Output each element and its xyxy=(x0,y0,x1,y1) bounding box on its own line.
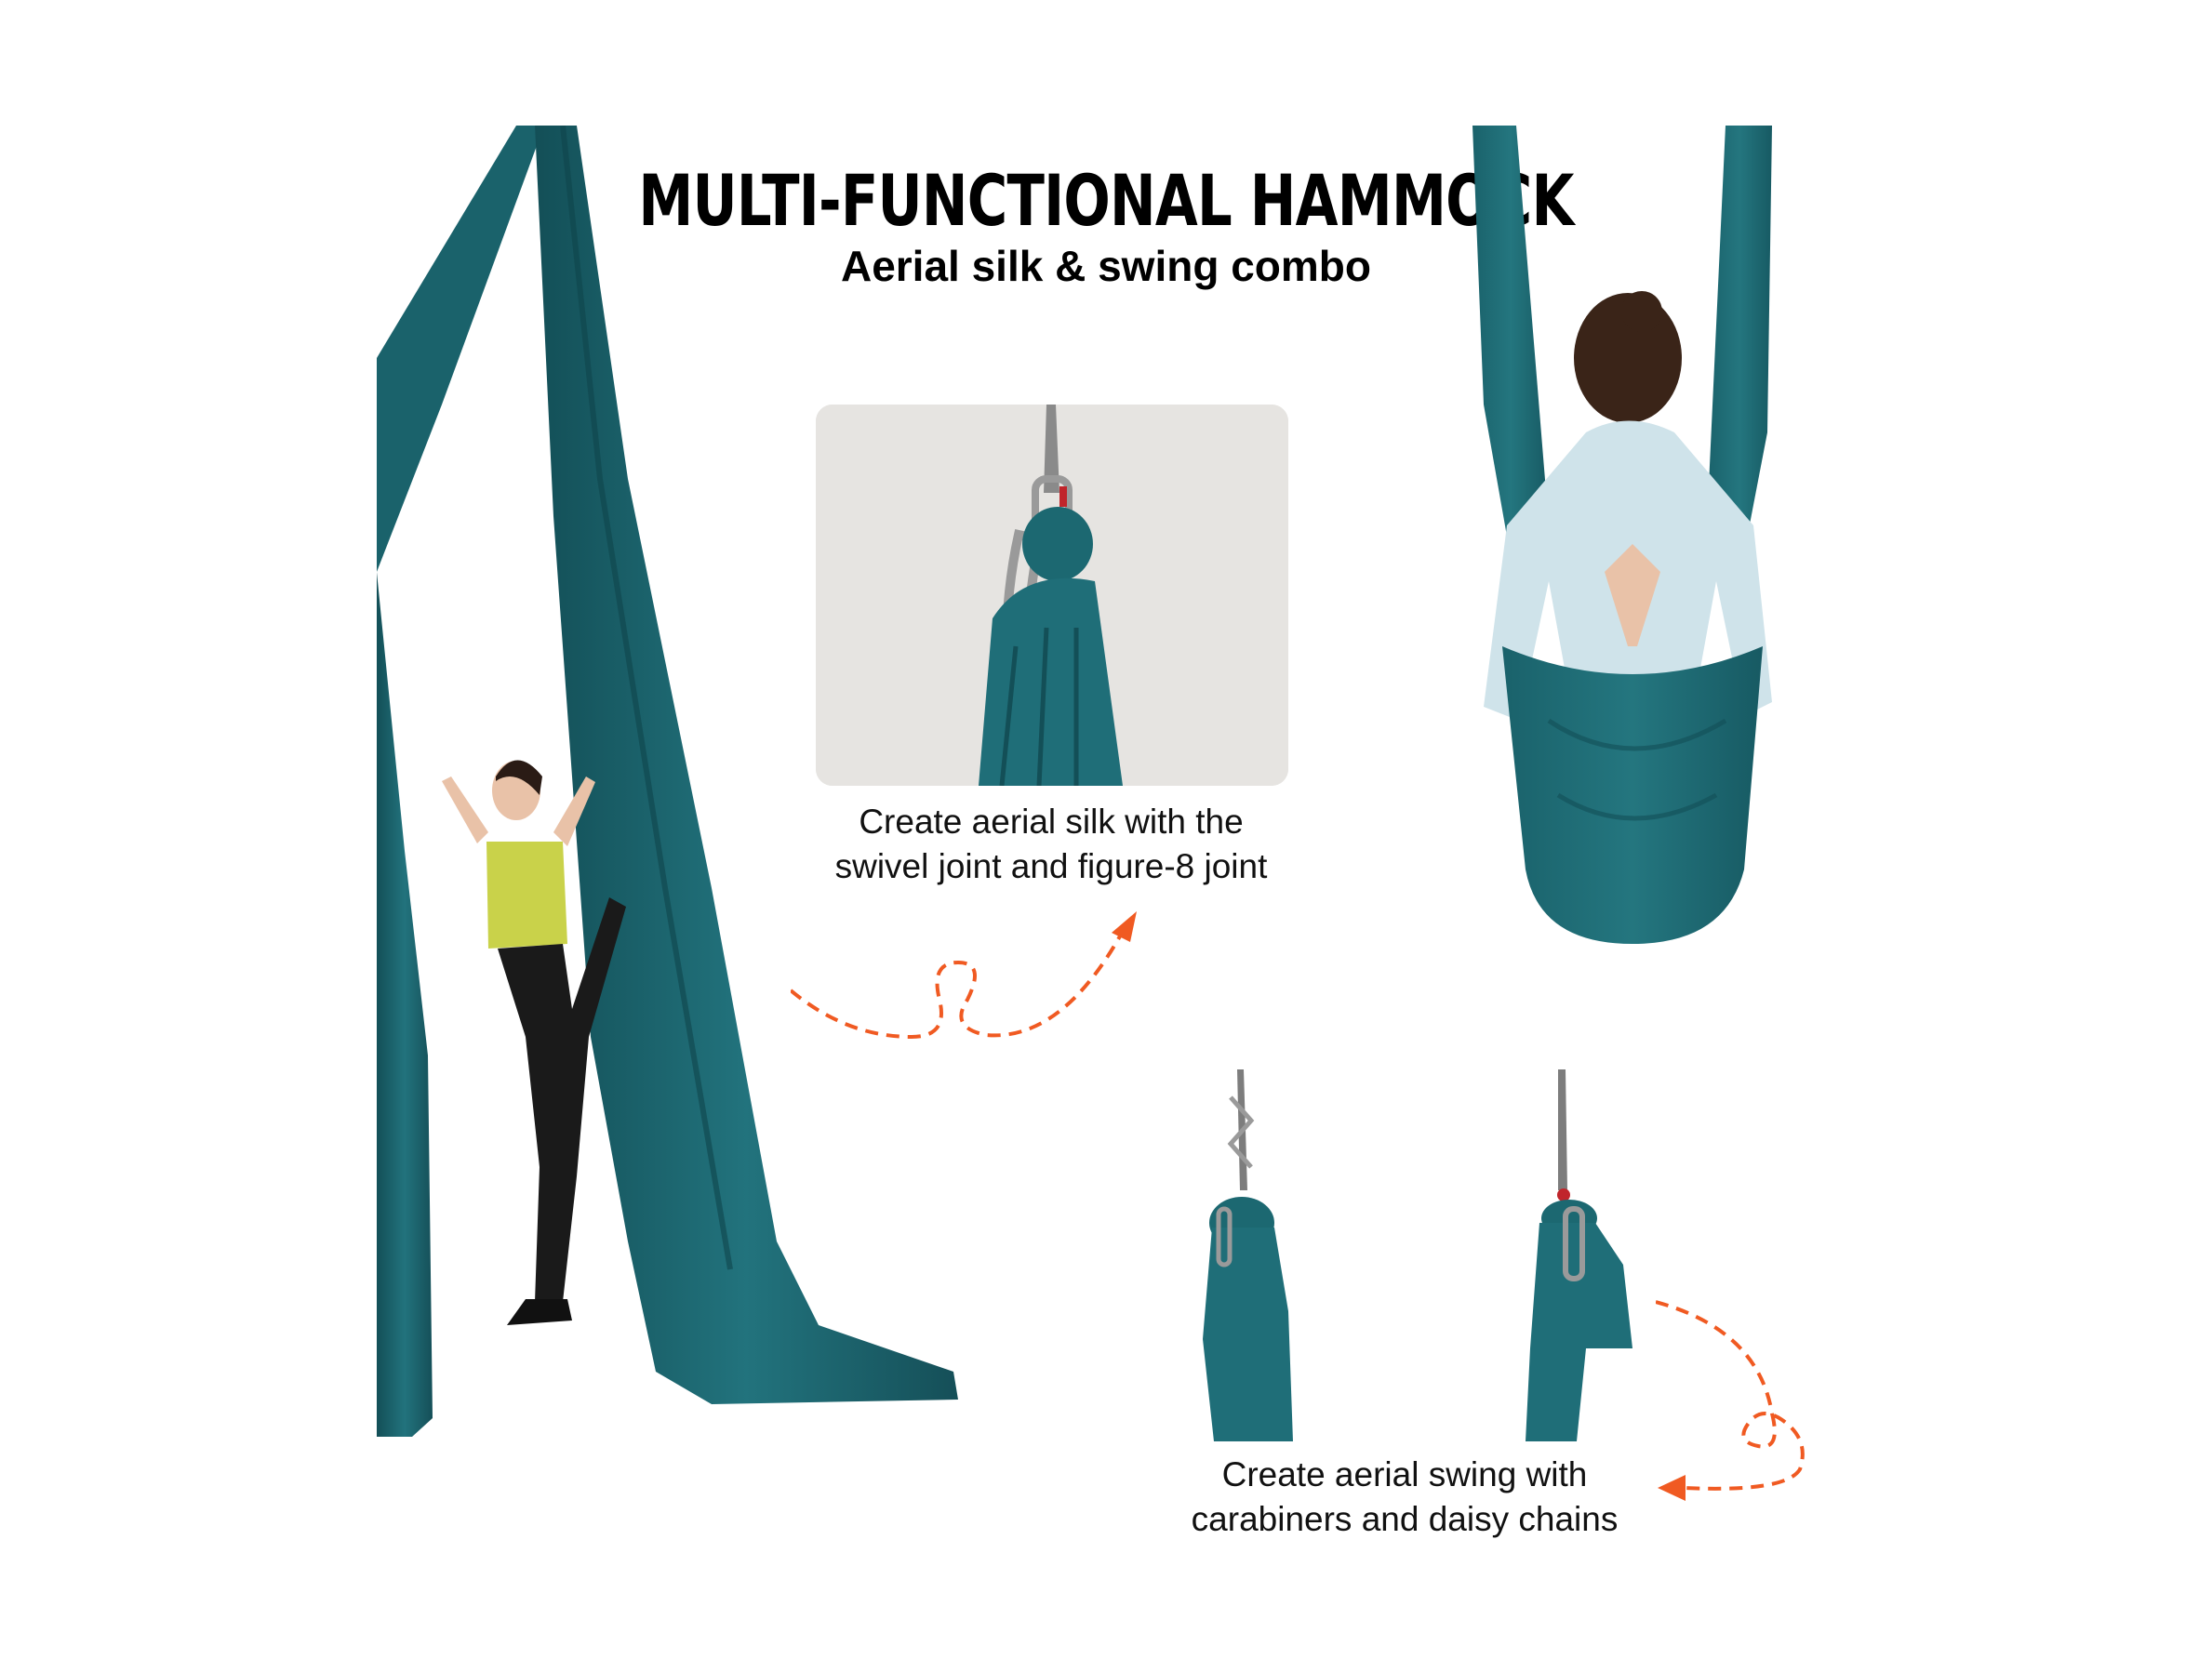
swing-caption-line-2: carabiners and daisy chains xyxy=(1191,1500,1619,1538)
page-title: MULTI-FUNCTIONAL HAMMOCK xyxy=(638,159,1574,242)
silk-caption-line-2: swivel joint and figure-8 joint xyxy=(834,847,1268,885)
page-subtitle: Aerial silk & swing combo xyxy=(840,242,1372,290)
aerial-silk-photo xyxy=(377,126,958,1437)
carabiner-swing-photo-1 xyxy=(1203,1069,1293,1441)
silk-caption: Create aerial silk with the swivel joint… xyxy=(763,800,1339,889)
dashed-arrow-to-swing xyxy=(1656,1300,1805,1501)
swivel-joint-photo xyxy=(816,405,1288,786)
dashed-arrow-to-silk xyxy=(791,911,1137,1040)
carabiner-swing-photo-2 xyxy=(1526,1069,1632,1441)
swing-caption: Create aerial swing with carabiners and … xyxy=(1126,1453,1684,1542)
hammock-swing-photo xyxy=(1472,126,1772,944)
silk-caption-line-1: Create aerial silk with the xyxy=(859,803,1244,841)
swing-caption-line-1: Create aerial swing with xyxy=(1221,1455,1588,1493)
